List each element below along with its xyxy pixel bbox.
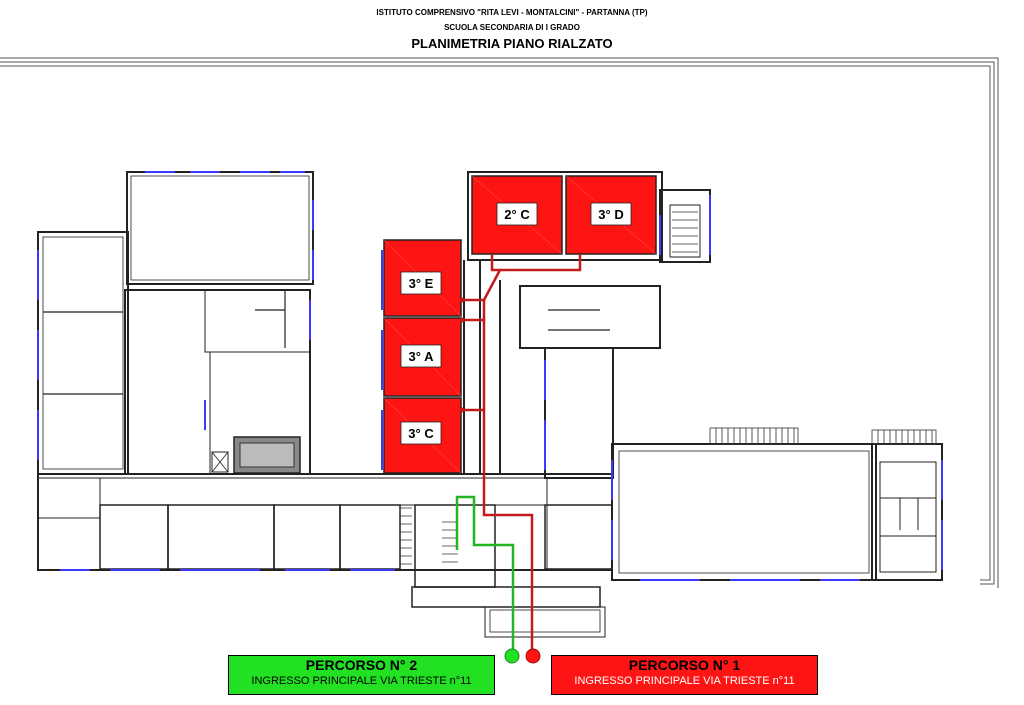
legend-route-1: PERCORSO N° 1 INGRESSO PRINCIPALE VIA TR… — [551, 655, 818, 695]
legend-route-2-title: PERCORSO N° 2 — [305, 657, 418, 673]
escape-route-1 — [462, 254, 582, 655]
site-boundary — [0, 57, 999, 588]
classroom-label: 3° C — [408, 426, 434, 441]
escape-route-1-arrows — [459, 297, 465, 413]
classroom-label: 3° A — [409, 349, 435, 364]
classroom-label: 3° E — [409, 276, 434, 291]
classroom-label: 3° D — [598, 207, 623, 222]
legend-route-1-title: PERCORSO N° 1 — [628, 657, 741, 673]
legend-route-1-subtitle: INGRESSO PRINCIPALE VIA TRIESTE n°11 — [574, 675, 795, 687]
classrooms: 2° C 3° D 3° E 3° A 3° C — [383, 175, 657, 474]
elevator — [211, 436, 301, 474]
stairs — [400, 211, 937, 565]
windows — [37, 171, 943, 581]
plan-title: PLANIMETRIA PIANO RIALZATO — [411, 36, 613, 51]
classroom-label: 2° C — [504, 207, 530, 222]
school-name: ISTITUTO COMPRENSIVO "RITA LEVI - MONTAL… — [376, 8, 648, 17]
exit-point-route-2-icon — [504, 648, 520, 664]
exit-point-route-1-icon — [525, 648, 541, 664]
legend-route-2: PERCORSO N° 2 INGRESSO PRINCIPALE VIA TR… — [228, 655, 495, 695]
school-level: SCUOLA SECONDARIA DI I GRADO — [444, 23, 580, 32]
escape-route-2 — [455, 495, 515, 655]
legend-route-2-subtitle: INGRESSO PRINCIPALE VIA TRIESTE n°11 — [251, 675, 472, 687]
